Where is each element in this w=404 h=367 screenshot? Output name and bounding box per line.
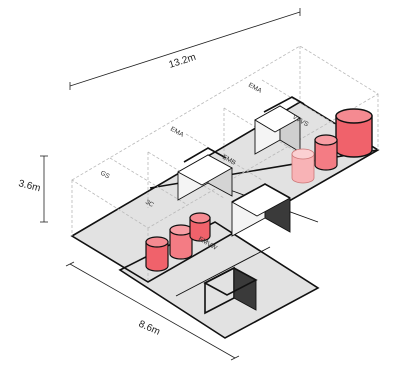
- equipment-unit-emb: [177, 147, 233, 201]
- tank-medium: [314, 134, 338, 171]
- zone-label-ema-1: EMA: [169, 126, 185, 139]
- zone-label-3c: 3C: [144, 199, 155, 209]
- equipment-unit-emvw: [231, 183, 291, 237]
- tank-group-left: [145, 212, 211, 272]
- dimension-length: 13.2m: [69, 8, 301, 90]
- zone-label-ema-2: EMA: [247, 82, 263, 95]
- dimension-height-label: 3.6m: [17, 178, 41, 194]
- equipment-unit-front: [203, 266, 258, 315]
- dimension-width-label: 8.6m: [137, 319, 162, 338]
- dimension-length-label: 13.2m: [168, 52, 198, 71]
- zone-label-gs: GS: [99, 170, 111, 181]
- dimension-height: 3.6m: [17, 155, 48, 223]
- tank-large: [335, 108, 373, 158]
- tank-light: [291, 148, 315, 184]
